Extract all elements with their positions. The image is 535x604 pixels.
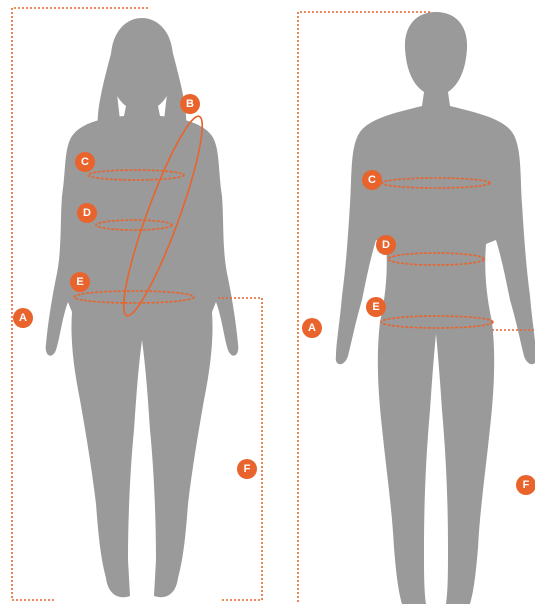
female-inseam-line <box>218 298 262 600</box>
female-badge-c: C <box>75 152 95 172</box>
svg-text:C: C <box>81 156 89 168</box>
svg-text:E: E <box>372 301 379 313</box>
male-badge-a: A <box>302 318 322 338</box>
female-figure: A B C D E F <box>12 8 262 600</box>
svg-text:F: F <box>523 479 530 491</box>
svg-text:D: D <box>382 239 390 251</box>
male-figure: A C D E F <box>298 12 535 604</box>
male-badge-d: D <box>376 235 396 255</box>
female-silhouette <box>46 18 239 597</box>
svg-text:A: A <box>308 322 316 334</box>
female-badge-a: A <box>13 308 33 328</box>
male-badge-c: C <box>362 170 382 190</box>
svg-text:E: E <box>76 276 83 288</box>
female-badge-b: B <box>180 94 200 114</box>
svg-text:D: D <box>83 207 91 219</box>
male-badge-e: E <box>366 297 386 317</box>
female-badge-f: F <box>237 459 257 479</box>
svg-text:F: F <box>244 463 251 475</box>
svg-text:C: C <box>368 174 376 186</box>
male-silhouette <box>336 12 535 604</box>
female-badge-d: D <box>77 203 97 223</box>
svg-text:B: B <box>186 98 194 110</box>
female-badge-e: E <box>70 272 90 292</box>
svg-text:A: A <box>19 312 27 324</box>
male-badge-f: F <box>516 475 535 495</box>
